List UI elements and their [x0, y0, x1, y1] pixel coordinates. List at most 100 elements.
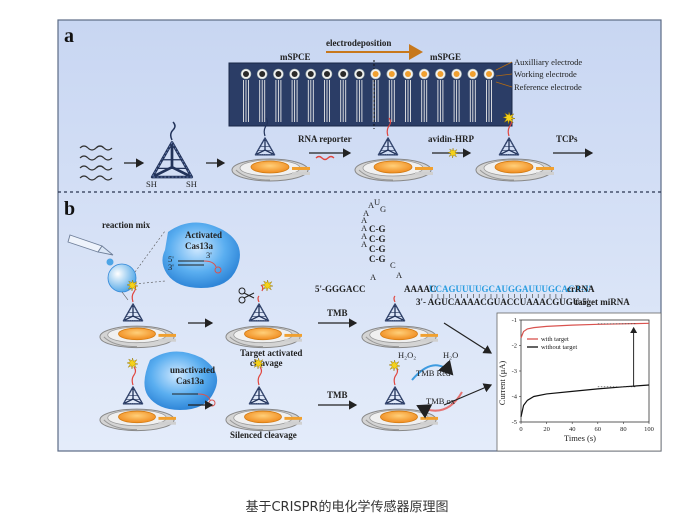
series-line [520, 322, 650, 339]
stem-pair: C-G [369, 234, 386, 244]
x-tick-label: 40 [569, 426, 576, 433]
array-electrode [289, 68, 300, 122]
series-line [520, 384, 650, 418]
redox-cycle [411, 359, 463, 419]
reaction-mix-label: reaction mix [102, 220, 151, 230]
array-electrode [273, 68, 284, 122]
seq-5prime: 5'-GGGACC [315, 284, 366, 294]
array-electrode [240, 68, 252, 122]
y-tick-label: -5 [512, 419, 517, 426]
mspce-label: mSPCE [280, 52, 311, 62]
unactivated-cas13a-label: Cas13a [176, 376, 205, 386]
zoom-line [134, 230, 166, 273]
panel-b-letter: b [64, 198, 75, 220]
unactivated-cas13a-blob [144, 351, 218, 410]
flow-arrow [443, 383, 493, 406]
dna-tetrahedron [150, 121, 194, 179]
hairpin-nucleotide: A [361, 231, 368, 241]
seq-target: 3'- AGUCAAAACGUACCUAAACGUGU-5' [416, 297, 589, 307]
connector-line [121, 291, 129, 301]
y-tick-label: -4 [512, 394, 518, 401]
unactivated-label: unactivated [170, 365, 215, 375]
y-tick-label: -2 [512, 343, 517, 350]
sh-label-left: SH [146, 179, 157, 189]
electrode-array [228, 60, 513, 129]
tail-nucleotide: A [396, 270, 403, 280]
crrna-label: crRNA [567, 284, 595, 294]
stem-pair: C-G [369, 224, 386, 234]
hairpin-nucleotide: A [361, 223, 368, 233]
array-electrode [402, 68, 414, 122]
activated-label: Activated [185, 230, 222, 240]
x-tick-label: 20 [543, 426, 550, 433]
hairpin-nucleotide: U [374, 197, 380, 207]
array-electrode [321, 68, 333, 122]
electrode-step-1 [231, 117, 310, 182]
array-electrode [435, 68, 446, 122]
hairpin-nucleotide: A [363, 208, 370, 218]
panel-a-letter: a [64, 25, 74, 47]
tube-icon [67, 234, 114, 256]
x-tick-label: 0 [519, 426, 522, 433]
three-prime-label: 3' [206, 250, 212, 260]
tmb-label-bottom: TMB [327, 390, 348, 400]
x-tick-label: 60 [595, 426, 602, 433]
stem-pair: C-G [369, 254, 386, 264]
array-electrode [386, 68, 398, 122]
array-electrode [256, 68, 268, 122]
electrode-callouts [495, 61, 513, 88]
electrode-b-row1-left [99, 280, 176, 349]
y-tick-label: -1 [512, 317, 517, 324]
chart-ylabel: Current (μA) [497, 361, 507, 406]
seq-crrna: UCAGUUUUGCAUGGAUUUGCACA-3' [429, 284, 591, 294]
reference-electrode-label: Reference electrode [514, 82, 582, 92]
x-tick-label: 100 [644, 426, 654, 433]
hairpin-nucleotide: A [361, 215, 368, 225]
electrodeposition-label: electrodeposition [326, 38, 391, 48]
figure-caption: 基于CRISPR的电化学传感器原理图 [245, 500, 449, 515]
h2o-label: H₂O [443, 350, 458, 360]
rna-reporter-label: RNA reporter [298, 134, 352, 144]
target-mirna-label: target miRNA [575, 297, 630, 307]
silenced-cleavage-label: Silenced cleavage [230, 430, 297, 440]
mspge-label: mSPGE [430, 52, 461, 62]
tail-nucleotide: A [370, 272, 377, 282]
base-pair-ticks [431, 294, 563, 298]
target-activated-cleavage-label: cleavage [250, 358, 282, 368]
avidin-hrp-label: avidin-HRP [428, 134, 475, 144]
scissors-icon [238, 287, 255, 304]
flow-arrow [443, 322, 493, 354]
duplex-icon [178, 260, 222, 274]
chart-xlabel: Times (s) [564, 433, 596, 443]
tail-nucleotide: C [390, 260, 396, 270]
y-tick-label: -3 [512, 368, 517, 375]
target-activated-label: Target activated [240, 348, 302, 358]
array-electrode [354, 68, 365, 122]
tcps-label: TCPs [556, 134, 578, 144]
electrode-step-2 [354, 117, 433, 182]
electrode-b-row2-right [361, 360, 438, 432]
electrode-b-row1-right [361, 295, 438, 349]
stem-pair: C-G [369, 244, 386, 254]
array-electrode [418, 68, 430, 122]
tmb-label-top: TMB [327, 308, 348, 318]
array-electrode [370, 68, 381, 122]
x-tick-label: 80 [620, 426, 627, 433]
array-electrode [305, 68, 317, 122]
dna-strands [79, 145, 113, 181]
array-electrode [451, 68, 462, 122]
legend-without-target: without target [541, 344, 577, 351]
electrode-b-row2-mid [225, 358, 302, 432]
h2o2-label: H₂O₂ [398, 350, 416, 360]
electrode-b-row2-left [99, 358, 176, 432]
rna-reporter-icon [315, 155, 335, 161]
array-electrode [483, 68, 495, 122]
legend-with-target: with target [541, 336, 569, 343]
seq-aaaac: AAAAC [404, 284, 437, 294]
array-electrode [337, 68, 349, 122]
droplet-icon [106, 258, 114, 266]
tmb-red-label: TMB Red [416, 368, 451, 378]
sh-label-right: SH [186, 179, 197, 189]
